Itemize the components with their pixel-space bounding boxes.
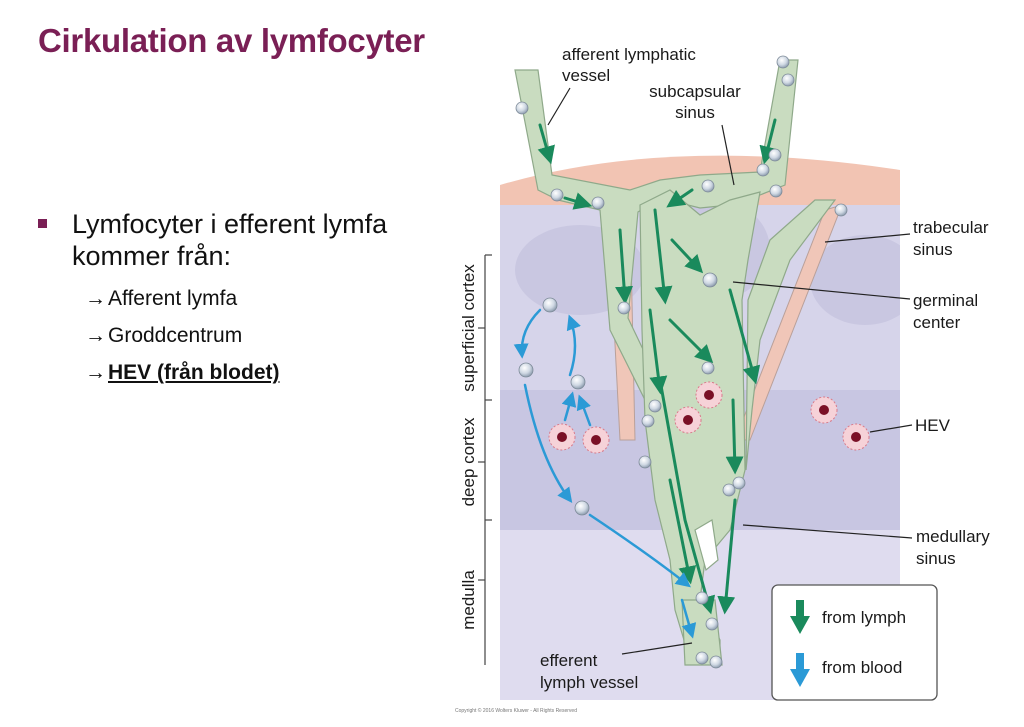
label-afferent-line1: afferent lymphatic — [562, 45, 696, 64]
sub-item-hev: →HEV (från blodet) — [85, 354, 402, 391]
bullet-block: Lymfocyter i efferent lymfa kommer från:… — [38, 208, 402, 391]
label-germinal-line1: germinal — [913, 291, 978, 310]
sub-item-label: Groddcentrum — [108, 324, 243, 347]
region-label-medulla: medulla — [459, 570, 478, 630]
copyright-notice: Copyright © 2016 Wolters Kluwer - All Ri… — [455, 707, 577, 714]
hev-vessels — [548, 381, 870, 454]
region-axis — [478, 254, 492, 665]
label-subcapsular-line2: sinus — [675, 103, 715, 122]
label-efferent-line2: lymph vessel — [540, 673, 638, 692]
leader-lines — [547, 87, 913, 655]
lymph-flow-arrows — [537, 118, 778, 615]
blood-flow-arrows — [513, 308, 697, 639]
arrow-icon: → — [85, 361, 106, 384]
arrow-icon: → — [85, 287, 106, 310]
region-label-superficial: superficial cortex — [459, 264, 478, 392]
lymphocytes — [515, 55, 848, 669]
label-medullary-line1: medullary — [916, 527, 990, 546]
square-bullet-icon — [38, 219, 47, 228]
legend-lymph-arrow-icon — [790, 600, 810, 634]
label-germinal-line2: center — [913, 313, 961, 332]
label-medullary-line2: sinus — [916, 549, 956, 568]
lymph-node-diagram: superficial cortex deep cortex medulla a… — [455, 45, 990, 714]
sub-item-groddcentrum: →Groddcentrum — [85, 317, 402, 354]
legend: from lymph from blood — [771, 584, 938, 701]
label-efferent-line1: efferent — [540, 651, 598, 670]
region-label-deep: deep cortex — [459, 417, 478, 506]
legend-from-lymph: from lymph — [822, 608, 906, 627]
label-trabecular-line2: sinus — [913, 240, 953, 259]
slide-title: Cirkulation av lymfocyter — [38, 22, 425, 59]
sub-list: →Afferent lymfa →Groddcentrum →HEV (från… — [85, 280, 402, 391]
label-afferent-line2: vessel — [562, 66, 610, 85]
label-hev: HEV — [915, 416, 951, 435]
bullet-row: Lymfocyter i efferent lymfa kommer från: — [38, 208, 402, 272]
sub-item-label: Afferent lymfa — [108, 287, 238, 310]
legend-from-blood: from blood — [822, 658, 902, 677]
sub-item-label: HEV (från blodet) — [108, 361, 280, 384]
bullet-text: Lymfocyter i efferent lymfa kommer från: — [72, 209, 388, 271]
label-trabecular-line1: trabecular — [913, 218, 989, 237]
label-subcapsular-line1: subcapsular — [649, 82, 741, 101]
sub-item-afferent: →Afferent lymfa — [85, 280, 402, 317]
arrow-icon: → — [85, 324, 106, 347]
legend-blood-arrow-icon — [790, 653, 810, 687]
